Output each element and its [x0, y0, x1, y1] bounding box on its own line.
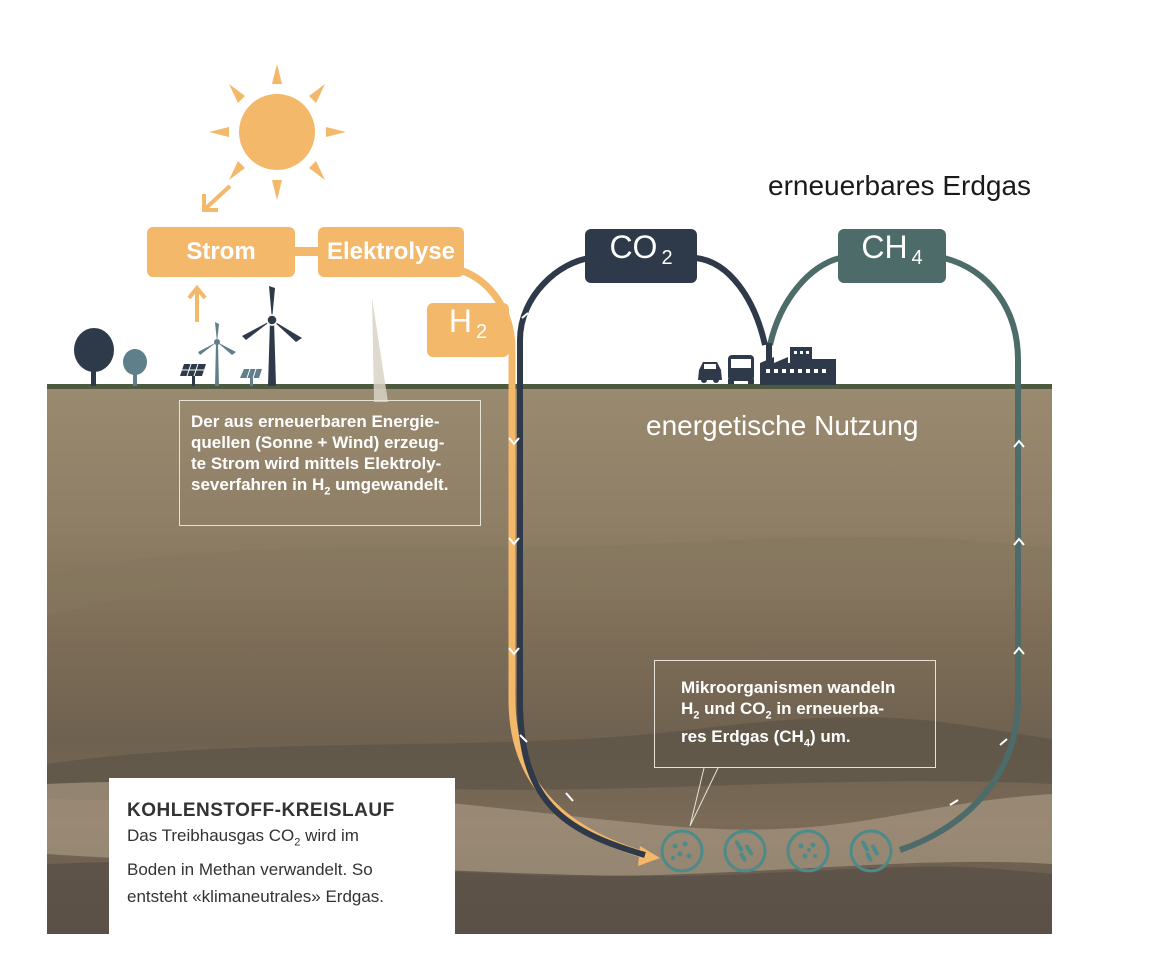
- co2-flow-path: [517, 255, 646, 858]
- note-right-line2: H2 und CO2 in erneuerba-: [681, 699, 885, 722]
- note-right-line3: res Erdgas (CH4) um.: [681, 727, 851, 750]
- bus-icon: [728, 355, 754, 384]
- h2-sub: 2: [475, 321, 488, 343]
- h2-main: H: [448, 303, 472, 339]
- info-line2: Boden in Methan verwandelt. So: [127, 860, 373, 880]
- note-right: Mikroorganismen wandeln H2 und CO2 in er…: [654, 660, 936, 768]
- co2-flow-path-right: [695, 255, 768, 346]
- co2-main: CO: [609, 229, 658, 265]
- info-line3: entsteht «klimaneutrales» Erdgas.: [127, 887, 385, 907]
- info-title: KOHLENSTOFF-KREISLAUF: [127, 800, 395, 821]
- factory-icon: [760, 343, 836, 385]
- note-left-line2: quellen (Sonne + Wind) erzeug-: [191, 433, 445, 452]
- strom-box: Strom: [147, 227, 295, 277]
- wind-turbine-icon: [242, 286, 302, 386]
- elektrolyse-box: Elektrolyse: [318, 227, 464, 277]
- wind-turbine-icon: [198, 322, 236, 386]
- note-left-pointer: [372, 298, 388, 402]
- note-right-line1: Mikroorganismen wandeln: [681, 678, 896, 697]
- h2-flow-path: [458, 266, 646, 859]
- ch4-sub: 4: [911, 247, 923, 269]
- energetische-nutzung-label: energetische Nutzung: [646, 410, 919, 441]
- ch4-flow-path: [767, 255, 841, 346]
- solar-panel-icon: [240, 368, 262, 386]
- note-left-line4: severfahren in H2 umgewandelt.: [191, 475, 449, 498]
- car-icon: [698, 362, 722, 383]
- info-box: KOHLENSTOFF-KREISLAUF Das Treibhausgas C…: [109, 778, 455, 934]
- sun-arrow-icon: [202, 184, 232, 212]
- ch4-flow-path-right: [899, 255, 1021, 853]
- strom-elektrolyse-connector: [295, 247, 320, 256]
- note-left-line3: te Strom wird mittels Elektroly-: [191, 454, 442, 473]
- info-line1: Das Treibhausgas CO2 wird im: [127, 826, 359, 849]
- note-right-pointer: [689, 767, 719, 826]
- note-left: Der aus erneuerbaren Energie- quellen (S…: [179, 400, 481, 526]
- strom-label: Strom: [186, 238, 256, 265]
- elektrolyse-label: Elektrolyse: [326, 238, 456, 265]
- strom-up-arrow-icon: [187, 284, 207, 322]
- h2-arrowhead: [638, 846, 660, 866]
- top-right-label: erneuerbares Erdgas: [768, 170, 1032, 201]
- solar-panel-icon: [180, 363, 206, 386]
- note-left-line1: Der aus erneuerbaren Energie-: [191, 412, 440, 431]
- tree-icon: [123, 349, 147, 386]
- microorganism-icons: [660, 829, 893, 873]
- co2-sub: 2: [661, 247, 673, 269]
- ch4-main: CH: [861, 229, 908, 265]
- sun-icon: [209, 64, 346, 200]
- tree-icon: [74, 328, 114, 386]
